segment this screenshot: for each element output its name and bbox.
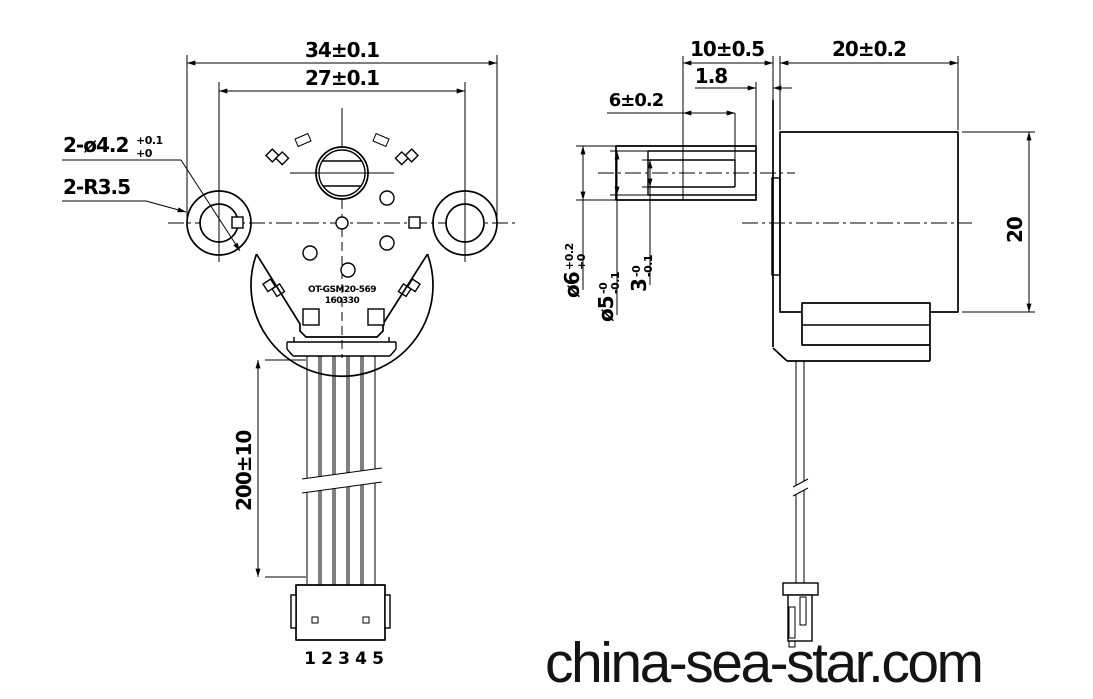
square-feature-left <box>231 216 244 229</box>
svg-text:+0: +0 <box>136 147 153 160</box>
wire <box>334 355 348 586</box>
pin-labels: 1 2 3 4 5 <box>304 649 384 669</box>
svg-text:200±10: 200±10 <box>232 431 256 511</box>
dim-body-length: 20±0.2 <box>779 37 959 130</box>
center-pivot <box>335 216 349 230</box>
body-marking-line1: OT-GSM20-569 <box>308 285 376 295</box>
motor-body-circle <box>250 253 434 378</box>
wire-break-gap <box>302 468 382 493</box>
svg-text:10±0.5: 10±0.5 <box>690 37 764 61</box>
wire-bundle <box>301 355 383 586</box>
svg-text:20±0.2: 20±0.2 <box>832 37 906 61</box>
pin-label: 4 <box>355 649 367 669</box>
svg-text:-0: -0 <box>630 265 643 277</box>
rivet-hole-4 <box>340 262 356 278</box>
svg-text:+0.1: +0.1 <box>136 134 163 147</box>
svg-text:27±0.1: 27±0.1 <box>305 66 379 90</box>
watermark: china-sea-star.com <box>545 631 982 695</box>
bottom-slot-left <box>302 308 320 326</box>
svg-text:1.8: 1.8 <box>695 64 728 88</box>
front-view: OT-GSM20-569 160330 1 2 3 4 5 <box>62 38 518 669</box>
dim-boss-dia: ø6 +0.2 +0 <box>560 145 616 298</box>
rivet-hole-2 <box>379 235 395 251</box>
dim-hole-spacing: 27±0.1 <box>218 66 466 262</box>
rivet-hole-3 <box>302 245 318 261</box>
wire <box>306 355 320 586</box>
dim-outer-width: 34±0.1 <box>186 38 498 217</box>
case-tab-upper-right <box>394 148 420 166</box>
case-notch-right <box>372 132 390 148</box>
connector-tab-right <box>384 594 391 629</box>
svg-text:34±0.1: 34±0.1 <box>305 38 379 62</box>
connector-front <box>290 584 391 641</box>
svg-text:+0: +0 <box>575 253 588 270</box>
svg-text:ø6: ø6 <box>560 272 584 298</box>
connector-detent-left <box>311 616 319 624</box>
pin-label: 5 <box>372 649 384 669</box>
dim-slot-depth: 6±0.2 <box>607 90 736 160</box>
motor-body-side <box>779 131 959 313</box>
svg-text:+0.2: +0.2 <box>563 243 576 270</box>
label-mounting-holes: 2-ø4.2 +0.1 +0 <box>62 133 241 252</box>
case-tab-upper-left <box>264 148 290 166</box>
dim-body-height: 20 <box>962 131 1035 313</box>
pin-label: 2 <box>321 649 333 669</box>
wire <box>348 355 362 586</box>
dim-wire-length: 200±10 <box>232 359 306 578</box>
case-notch-left <box>294 132 312 148</box>
wire <box>320 355 334 586</box>
dim-shaft-dia: ø5 -0 -0.1 <box>594 150 648 322</box>
bottom-slot-right <box>367 308 385 326</box>
wire-side <box>792 360 809 584</box>
pin-label: 1 <box>304 649 316 669</box>
plug-side <box>782 582 819 648</box>
connector-detent-right <box>362 616 370 624</box>
svg-text:-0.1: -0.1 <box>609 272 622 294</box>
svg-text:-0.1: -0.1 <box>642 255 655 277</box>
rivet-hole-1 <box>379 190 395 206</box>
svg-text:-0: -0 <box>597 282 610 294</box>
svg-text:3: 3 <box>627 279 651 292</box>
dim-boss-gap: 1.8 <box>695 64 792 146</box>
connector-tab-left <box>290 594 297 629</box>
case-tab-lower-left <box>262 278 286 298</box>
mounting-plate-edge <box>771 177 781 276</box>
body-marking-line2: 160330 <box>325 296 360 306</box>
side-view: 10±0.5 1.8 6±0.2 20±0.2 <box>560 37 1035 648</box>
svg-text:2-R3.5: 2-R3.5 <box>63 175 130 199</box>
label-ear-radius: 2-R3.5 <box>62 175 187 213</box>
connector-side <box>772 302 931 362</box>
dim-slot-width: 3 -0 -0.1 <box>627 159 655 292</box>
square-feature-right <box>408 216 421 229</box>
pin-label: 3 <box>338 649 350 669</box>
svg-text:ø5: ø5 <box>594 296 618 322</box>
svg-text:20: 20 <box>1003 217 1027 243</box>
dim-shaft-length: 10±0.5 <box>683 37 774 100</box>
svg-text:6±0.2: 6±0.2 <box>609 90 664 111</box>
svg-text:2-ø4.2: 2-ø4.2 <box>63 133 128 157</box>
